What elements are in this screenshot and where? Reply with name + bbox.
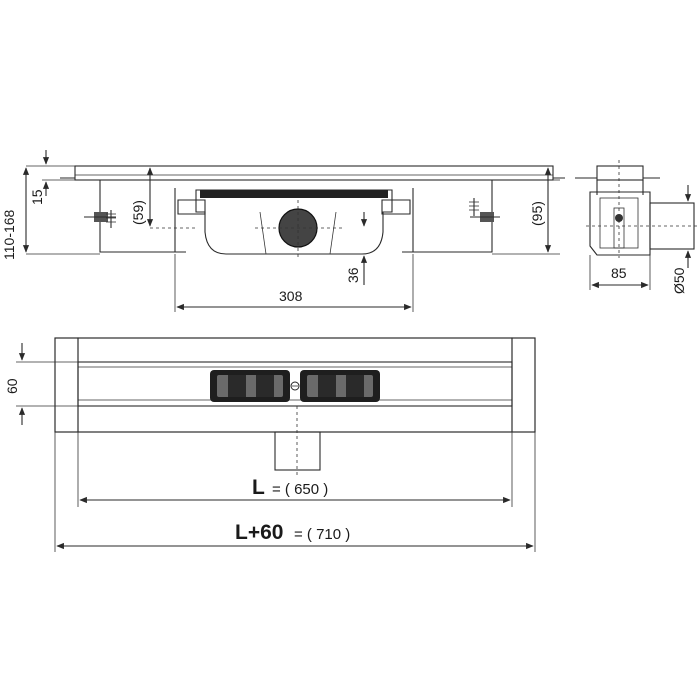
top-view: 60 L = ( 650 ) L+60 = ( 710 ): [4, 337, 536, 552]
dim-channel-width: 60: [4, 378, 20, 394]
right-support-leg: [402, 180, 493, 253]
right-clip-icon: [300, 370, 380, 402]
dim-outlet-diameter: Ø50: [671, 267, 687, 294]
dim-body-length: 308: [279, 288, 303, 304]
side-view: 110-168 15 (59) 36 (95) 308: [1, 150, 565, 312]
left-support-leg: [99, 180, 186, 253]
grate-plate: [74, 165, 554, 181]
right-screw-icon: [469, 198, 479, 216]
dim-length-label: L: [252, 476, 265, 499]
dim-side-width: 85: [611, 265, 627, 281]
right-bracket: [381, 199, 411, 215]
dim-depth-59: (59): [130, 200, 146, 225]
left-screw-icon: [106, 210, 116, 228]
dim-total-value: = ( 710 ): [294, 526, 350, 543]
dim-length-value: = ( 650 ): [272, 481, 328, 498]
dim-grate-thickness: 15: [29, 189, 45, 205]
left-clip-icon: [210, 370, 290, 402]
dim-depth-95: (95): [529, 201, 545, 226]
dim-total-label: L+60: [235, 521, 283, 544]
right-bolt-icon: [470, 212, 500, 222]
dim-height-range: 110-168: [1, 209, 17, 260]
end-view: 85 Ø50: [575, 160, 698, 294]
top-view-outlet: [274, 431, 321, 471]
dim-outlet-height: 36: [345, 267, 361, 283]
drain-body: [195, 189, 393, 255]
end-view-body: [589, 191, 651, 256]
